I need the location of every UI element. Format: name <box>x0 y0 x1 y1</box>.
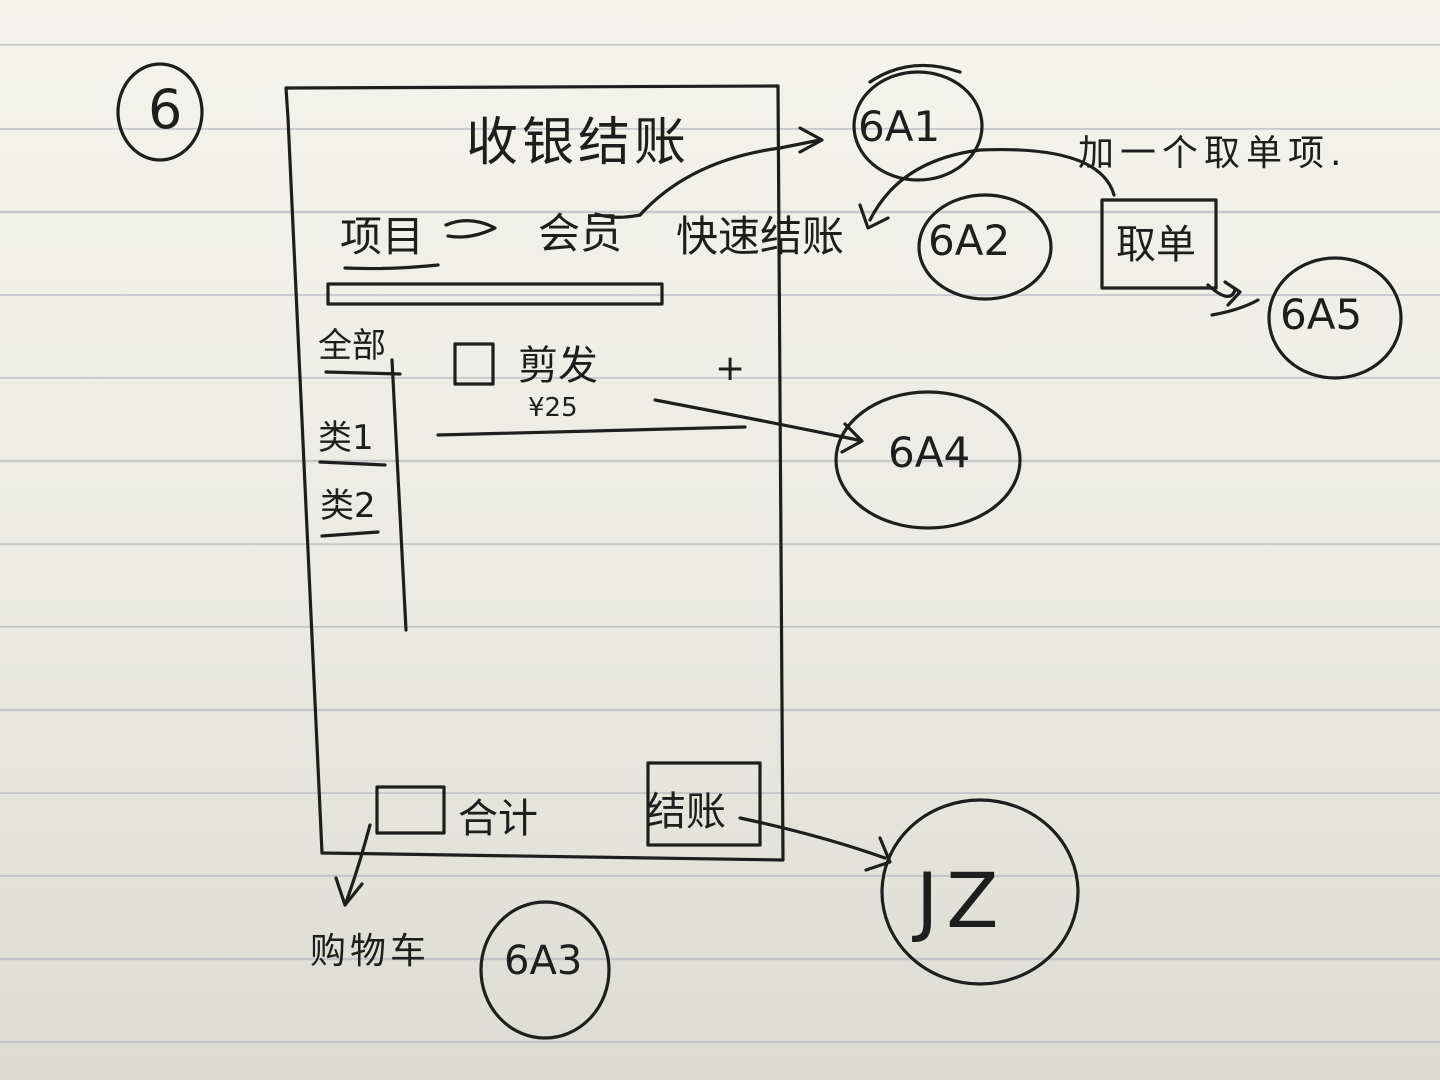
tab-members[interactable]: 会员 <box>538 209 623 258</box>
struck-text-scribble <box>444 219 497 239</box>
ref-circle-6a1-top <box>868 63 962 84</box>
item-row-underline <box>436 425 747 437</box>
search-bar-outline <box>326 282 664 306</box>
ref-6a1: 6A1 <box>858 102 941 151</box>
arrow-to-6a1-head <box>798 126 824 154</box>
tab-projects[interactable]: 项目 <box>340 212 425 261</box>
category-underline-1 <box>318 460 387 467</box>
take-order-button[interactable]: 取单 <box>1116 222 1196 268</box>
arrow-take-order-to-quick <box>868 147 1116 222</box>
arrow-take-order-to-quick-head <box>858 203 890 230</box>
arrow-checkout-to-jz-head <box>864 836 892 872</box>
sidebar-item-category-1[interactable]: 类1 <box>318 418 374 458</box>
ref-jz: JZ <box>916 856 1007 945</box>
tab-quick-checkout[interactable]: 快速结账 <box>676 212 845 261</box>
ref-circle-6a5 <box>1267 256 1403 380</box>
category-underline-2 <box>320 530 380 538</box>
phone-frame <box>284 84 785 862</box>
add-order-item-note: 加一个取单项. <box>1078 133 1348 174</box>
arrow-item-to-6a4 <box>653 398 860 442</box>
checkout-box <box>646 761 762 847</box>
total-label: 合计 <box>458 796 538 842</box>
ref-6a2: 6A2 <box>928 216 1011 265</box>
arrow-to-6a1 <box>638 138 822 217</box>
ref-6a3: 6A3 <box>504 938 583 984</box>
arrow-cart-down <box>343 823 372 907</box>
cart-box <box>375 785 446 835</box>
checkout-button[interactable]: 结账 <box>646 789 726 835</box>
item-name: 剪发 <box>518 343 598 389</box>
sketch-number: 6 <box>148 78 183 141</box>
ref-circle-jz <box>880 798 1080 986</box>
cart-note: 购物车 <box>310 931 431 972</box>
ref-6a5: 6A5 <box>1280 290 1363 339</box>
arrow-to-6a5-head <box>1223 280 1242 307</box>
arrow-cart-down-head <box>334 876 364 907</box>
item-checkbox <box>453 342 495 386</box>
sidebar-item-category-2[interactable]: 类2 <box>320 486 376 526</box>
active-tab-underline <box>343 263 440 271</box>
page-title: 收银结账 <box>466 113 691 173</box>
sidebar-item-all[interactable]: 全部 <box>318 326 386 366</box>
arrow-checkout-to-jz <box>738 816 887 860</box>
sketch-number-circle <box>116 62 204 162</box>
ref-circle-6a2 <box>917 193 1053 301</box>
category-underline-all <box>324 370 402 376</box>
sidebar-divider <box>390 358 408 632</box>
struck-text-scribble-2 <box>594 212 642 219</box>
arrow-item-to-6a4-head <box>840 422 864 454</box>
add-item-button[interactable]: + <box>715 348 746 389</box>
ref-circle-6a3 <box>479 900 611 1040</box>
item-price: ¥25 <box>528 393 578 423</box>
ref-6a4: 6A4 <box>888 428 971 477</box>
ref-circle-6a1 <box>852 70 984 182</box>
ref-circle-6a4 <box>834 390 1022 530</box>
arrow-to-6a5 <box>1206 283 1260 317</box>
take-order-box <box>1100 198 1218 290</box>
